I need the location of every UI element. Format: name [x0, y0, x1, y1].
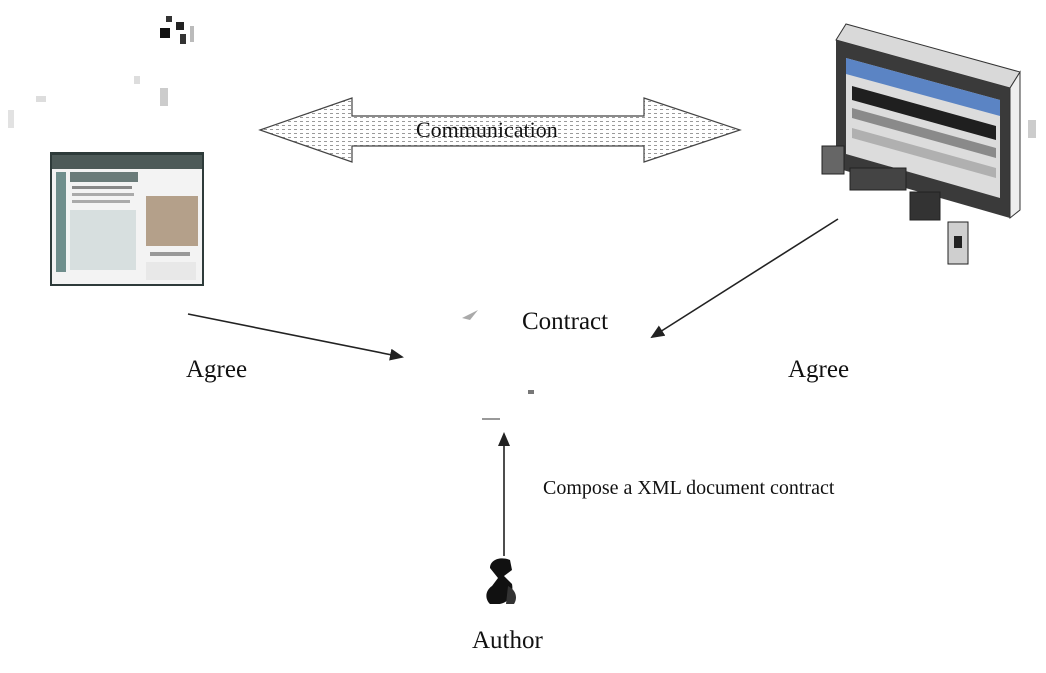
agree-left-label: Agree	[186, 356, 248, 383]
compose-label: Compose a XML document contract	[543, 477, 835, 499]
contract-mark-icon	[462, 310, 478, 320]
browser-screen-icon	[50, 152, 204, 286]
agree-right-arrow	[650, 218, 839, 339]
communication-arrow	[258, 97, 742, 163]
person-icon	[486, 558, 516, 604]
network-glyph-icon	[8, 16, 194, 128]
agree-right-label: Agree	[788, 356, 850, 383]
communication-label: Communication	[416, 117, 558, 142]
contract-label: Contract	[522, 308, 609, 335]
agree-left-arrow	[187, 313, 404, 361]
author-label: Author	[472, 627, 543, 654]
contract-dash-icon	[482, 418, 500, 420]
contract-dot-icon	[528, 390, 534, 394]
server-device-icon	[821, 23, 1036, 265]
